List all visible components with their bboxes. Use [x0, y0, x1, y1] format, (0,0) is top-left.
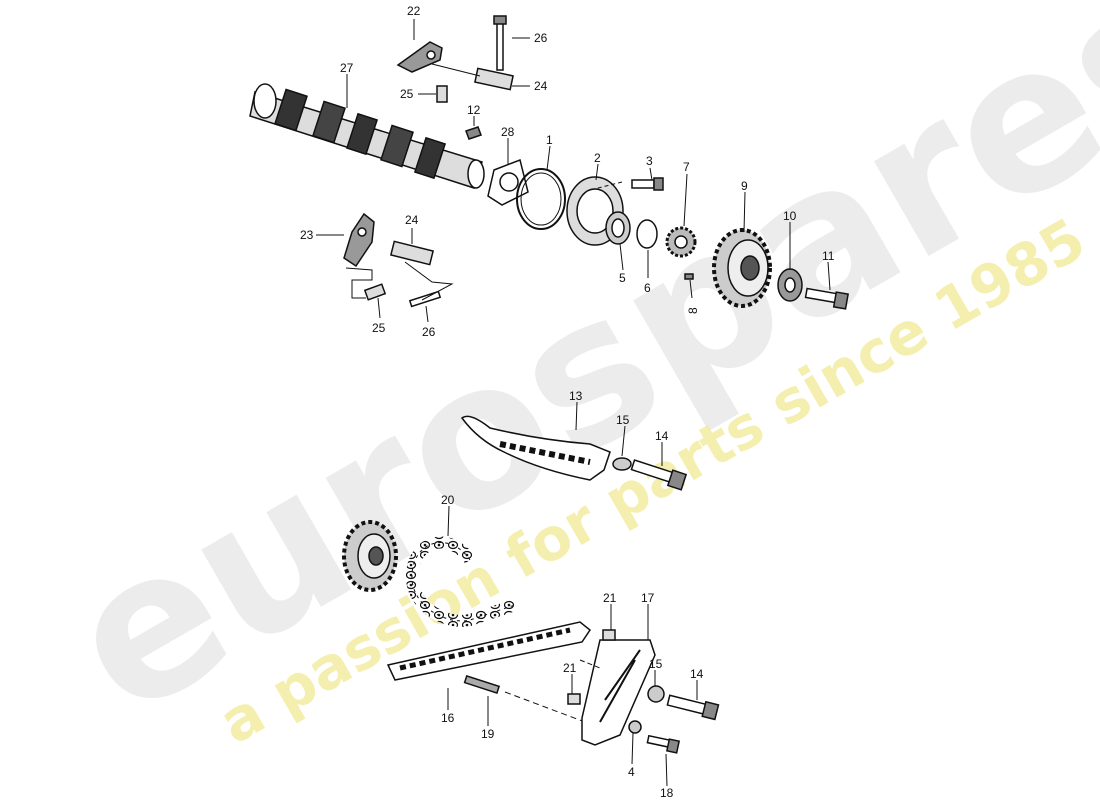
- key-icon: [465, 126, 482, 140]
- guide-rail-icon: [460, 415, 611, 481]
- part-label: 14: [690, 667, 704, 681]
- part-label: 6: [644, 281, 651, 295]
- leader-lines: [316, 19, 831, 787]
- part-label: 15: [616, 413, 630, 427]
- part-label: 18: [660, 786, 674, 800]
- part-label: 24: [405, 213, 419, 227]
- part-label: 1: [546, 133, 553, 147]
- part-label: 21: [603, 591, 617, 605]
- bolt-icon: [666, 694, 720, 721]
- part-label: 28: [501, 125, 515, 139]
- part-label: 21: [563, 661, 577, 675]
- washer-icon: [612, 457, 632, 471]
- pin-icon: [463, 674, 501, 695]
- part-label: 11: [822, 249, 835, 263]
- lash-adjuster-icon: [363, 283, 387, 301]
- pin-icon: [684, 273, 694, 280]
- guide-rail-bottom: [386, 621, 720, 754]
- tensioner-icon: [581, 639, 656, 746]
- chain-drive: [342, 520, 517, 627]
- part-label: 26: [422, 325, 436, 339]
- tensioner-rail: [460, 415, 688, 491]
- watermark: eurospares a passion for parts since 198…: [33, 0, 1100, 762]
- shaft-icon: [474, 67, 514, 91]
- part-label: 17: [641, 591, 655, 605]
- camshaft-icon: [249, 83, 485, 189]
- part-label: 20: [441, 493, 455, 507]
- rocker-arm-icon: [396, 41, 443, 73]
- part-label: 24: [534, 79, 548, 93]
- bolt-icon: [631, 177, 664, 191]
- washer-icon: [628, 720, 642, 734]
- part-label: 27: [340, 61, 354, 75]
- washer-icon: [636, 219, 658, 249]
- part-label: 15: [649, 657, 663, 671]
- lash-adjuster-icon: [436, 85, 448, 103]
- washer-icon: [647, 685, 665, 703]
- part-label: 16: [441, 711, 455, 725]
- part-label: 22: [407, 4, 421, 18]
- watermark-brand: eurospares: [33, 0, 1100, 762]
- part-numbers: 22 26 24 27 25 12 28 1 2 3 7 9 10 11 5 6…: [300, 4, 835, 800]
- part-label: 25: [372, 321, 386, 335]
- part-label: 19: [481, 727, 495, 741]
- part-label: 5: [619, 271, 626, 285]
- bolt-icon: [630, 459, 688, 491]
- sprocket-icon: [712, 228, 772, 308]
- rocker-assembly-left: [343, 212, 454, 308]
- part-label: 2: [594, 151, 601, 165]
- part-label: 10: [783, 209, 797, 223]
- part-label: 25: [400, 87, 414, 101]
- bolt-icon: [496, 21, 504, 71]
- sprocket-icon: [665, 226, 697, 258]
- camshaft-group: [249, 83, 849, 310]
- rocker-arm-icon: [343, 212, 375, 268]
- part-label: 9: [741, 179, 748, 193]
- part-label: 8: [686, 307, 700, 314]
- part-label: 12: [467, 103, 481, 117]
- part-label: 13: [569, 389, 583, 403]
- rocker-assembly-top: [396, 15, 514, 103]
- bolt-icon: [408, 290, 442, 308]
- sprocket-icon: [342, 520, 398, 592]
- part-label: 23: [300, 228, 314, 242]
- shaft-icon: [389, 240, 435, 266]
- bolt-icon: [804, 287, 849, 310]
- bolt-icon: [646, 734, 681, 754]
- o-ring-icon: [516, 168, 566, 230]
- part-label: 4: [628, 765, 635, 779]
- part-label: 14: [655, 429, 669, 443]
- part-label: 26: [534, 31, 548, 45]
- part-label: 7: [683, 160, 690, 174]
- part-label: 3: [646, 154, 653, 168]
